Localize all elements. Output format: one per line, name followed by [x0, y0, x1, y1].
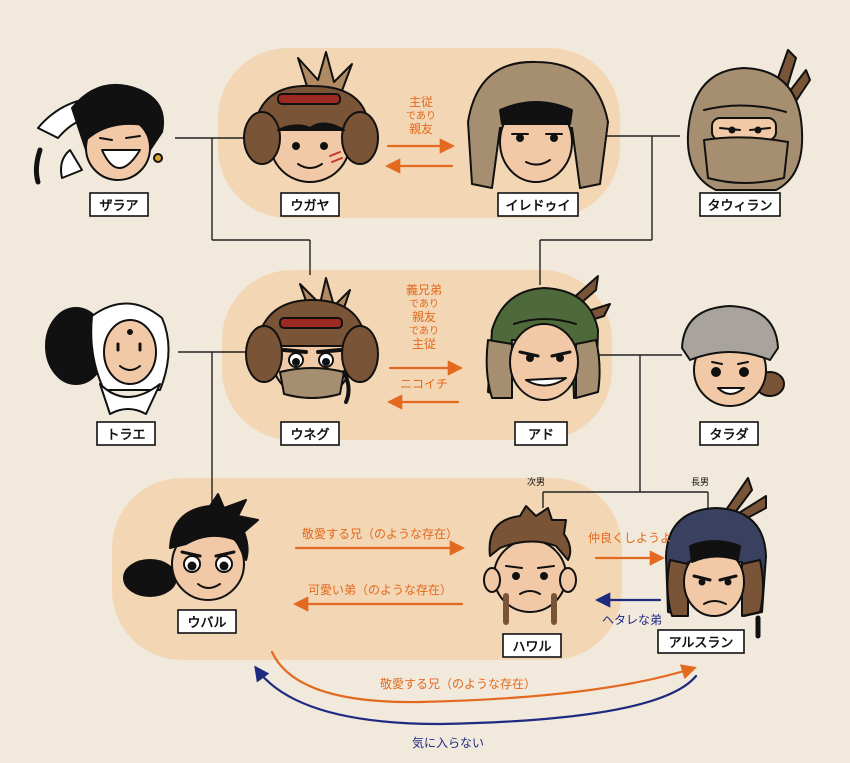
label-ugaya-ireduui-1: 主従: [409, 95, 433, 109]
ugaya-name-plate: [280, 192, 340, 217]
ireduui-name-plate: [497, 192, 579, 217]
ugaya-name: ウガヤ: [290, 199, 329, 214]
tarada-name: タラダ: [709, 427, 748, 443]
arusuran-name-plate: [657, 629, 745, 654]
unegu-name: ウネグ: [290, 427, 329, 443]
ado-name-plate: [514, 421, 568, 446]
torae-name-plate: [96, 421, 156, 446]
label-unegu-ado-4: であり: [409, 325, 439, 337]
torae-name: トラエ: [106, 428, 145, 443]
arusuran-name: アルスラン: [669, 636, 734, 651]
ubaru-name-plate: [177, 609, 237, 634]
hawaru-name-plate: [502, 633, 562, 658]
arrow-ubaru-to-arusuran: [270, 650, 697, 704]
tawiran-name-plate: [699, 192, 781, 217]
label-hawaru-ubaru: 可愛い弟（のような存在）: [308, 583, 452, 597]
tawiran-name: タウィラン: [707, 199, 772, 214]
torae-portrait-icon: [45, 302, 170, 415]
label-ubaru-arusuran: 敬愛する兄（のような存在）: [380, 677, 536, 691]
label-arusuran-hawaru: ヘタレな弟: [602, 613, 662, 627]
label-ugaya-ireduui-2: であり: [406, 110, 436, 122]
arrow-arusuran-to-ubaru: [254, 665, 698, 726]
zaraa-portrait-icon: [33, 83, 164, 185]
label-arusuran-ubaru: 気に入らない: [412, 735, 484, 750]
tawiran-portrait-icon: [686, 49, 811, 191]
hawaru-portrait-icon: [483, 505, 577, 625]
ugaya-portrait-icon: [243, 51, 379, 183]
ado-name: アド: [528, 428, 554, 443]
hawaru-name: ハワル: [512, 640, 551, 655]
second-son-label: 次男: [527, 476, 545, 488]
label-unegu-ado-2: であり: [409, 298, 439, 310]
eldest-son-label: 長男: [691, 477, 709, 488]
unegu-portrait-icon: [245, 277, 379, 404]
label-unegu-ado-1: 義兄弟: [406, 282, 442, 297]
ado-portrait-icon: [485, 275, 611, 401]
label-ubaru-hawaru: 敬愛する兄（のような存在）: [302, 527, 458, 541]
ubaru-portrait-icon: [123, 493, 259, 601]
unegu-name-plate: [280, 421, 340, 446]
label-ugaya-ireduui-3: 親友: [409, 122, 433, 136]
arusuran-portrait-icon: [665, 477, 767, 639]
zaraa-name-plate: [89, 192, 149, 217]
label-ado-unegu: ニコイチ: [400, 377, 448, 391]
label-unegu-ado-5: 主従: [412, 337, 436, 351]
label-unegu-ado-3: 親友: [412, 310, 436, 324]
ireduui-portrait-icon: [467, 60, 609, 189]
label-hawaru-arusuran: 仲良くしようよ: [588, 530, 672, 545]
tarada-name-plate: [699, 421, 759, 446]
ubaru-name: ウバル: [187, 616, 226, 631]
tarada-portrait-icon: [681, 305, 785, 407]
ireduui-name: イレドゥイ: [505, 199, 570, 214]
zaraa-name: ザラア: [99, 199, 138, 214]
